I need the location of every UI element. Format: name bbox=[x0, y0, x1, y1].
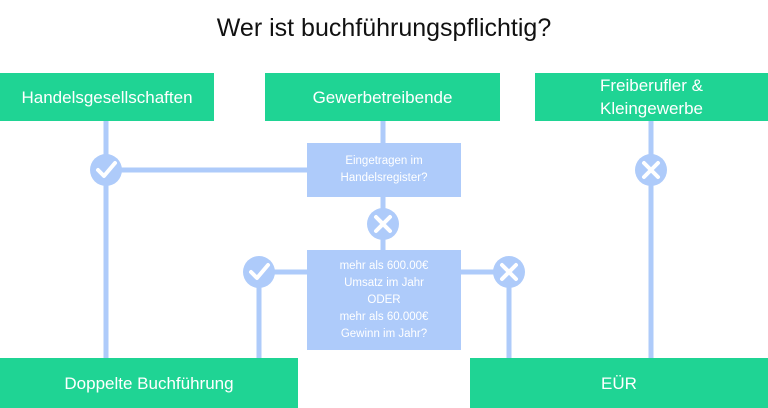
decision-handelsregister: Eingetragen im Handelsregister? bbox=[307, 143, 461, 197]
node-handelsgesellschaften: Handelsgesellschaften bbox=[0, 73, 214, 121]
check-icon bbox=[243, 256, 275, 288]
result-eur: EÜR bbox=[470, 358, 768, 408]
node-label: Gewerbetreibende bbox=[312, 87, 453, 107]
cross-icon bbox=[635, 154, 667, 186]
node-label: Freiberufler & Kleingewerbe bbox=[599, 76, 703, 118]
cross-icon bbox=[367, 208, 399, 240]
decision-label: Eingetragen im Handelsregister? bbox=[340, 155, 428, 184]
page-title: Wer ist buchführungspflichtig? bbox=[216, 14, 552, 42]
node-freiberufler: Freiberufler & Kleingewerbe bbox=[535, 73, 768, 121]
decision-label: mehr als 600.00€ Umsatz im Jahr ODER meh… bbox=[339, 259, 429, 340]
decision-umsatz: mehr als 600.00€ Umsatz im Jahr ODER meh… bbox=[307, 250, 461, 350]
check-icon bbox=[90, 154, 122, 186]
result-doppelte-buchfuehrung: Doppelte Buchführung bbox=[0, 358, 298, 408]
result-label: Doppelte Buchführung bbox=[64, 373, 234, 393]
node-gewerbetreibende: Gewerbetreibende bbox=[265, 73, 500, 121]
cross-icon bbox=[493, 256, 525, 288]
result-label: EÜR bbox=[601, 373, 637, 393]
node-label: Handelsgesellschaften bbox=[21, 87, 193, 107]
